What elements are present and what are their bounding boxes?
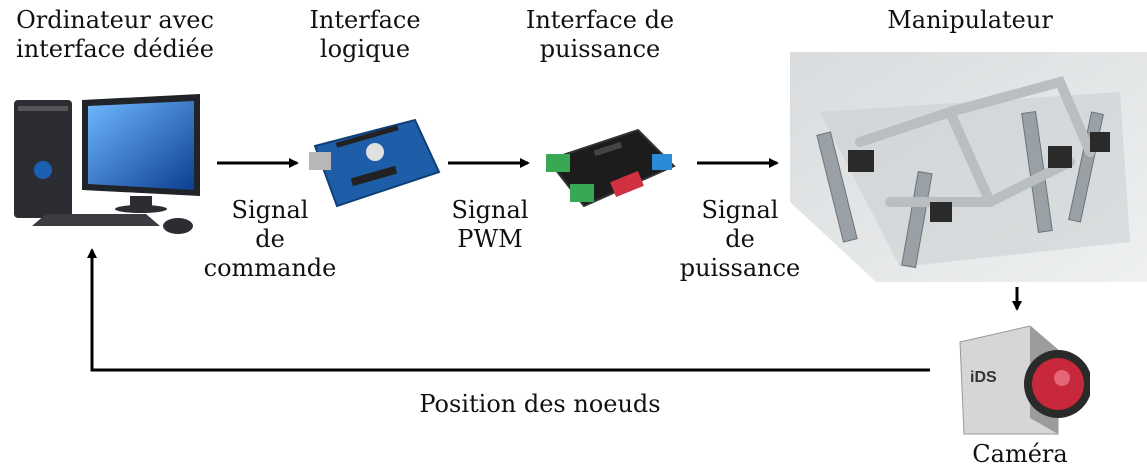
pwm-signal-label: Signal PWM <box>451 196 529 253</box>
power-signal-label: Signal de puissance <box>679 196 801 282</box>
computer-label: Ordinateur avec interface dédiée <box>16 6 214 63</box>
robot-manipulator-photo <box>790 52 1147 282</box>
feedback-label: Position des noeuds <box>419 390 661 418</box>
camera-label: Caméra <box>972 440 1068 468</box>
logic-interface-label: Interface logique <box>309 6 421 63</box>
feedback-arrow <box>87 248 930 372</box>
arduino-board-icon <box>309 118 441 208</box>
camera-brand: iDS <box>970 369 997 386</box>
command-signal-label: Signal de commande <box>203 196 337 282</box>
ids-camera-icon: iDS <box>959 325 1090 435</box>
power-interface-label: Interface de puissance <box>525 6 675 63</box>
desktop-computer-icon <box>14 94 200 234</box>
manipulator-label: Manipulateur <box>887 6 1053 34</box>
motor-shield-icon <box>546 128 676 208</box>
